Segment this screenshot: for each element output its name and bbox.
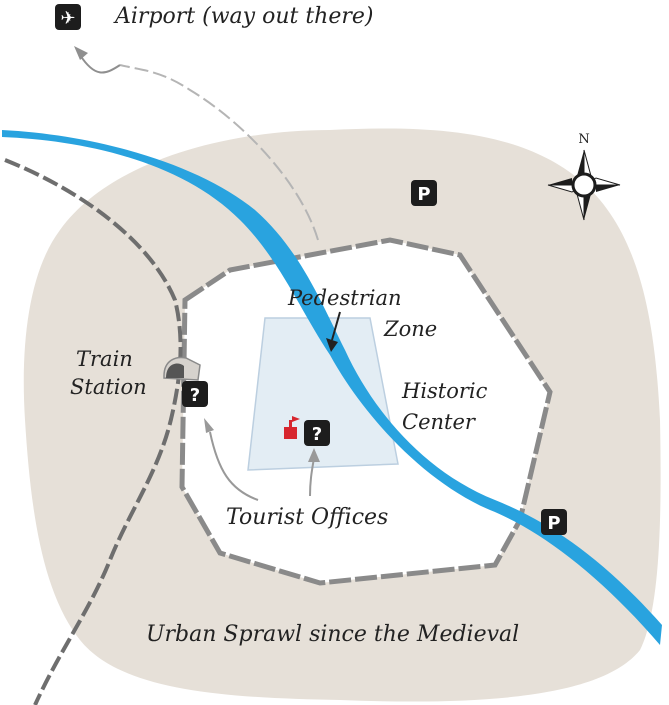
train-station-label: Station [70,375,147,399]
compass-north-label: N [578,132,589,147]
parking-icon: P [541,509,567,535]
tourist-arrowhead-right [308,448,320,462]
railway-line [4,158,183,705]
pedestrian-arrow [331,311,341,341]
svg-text:P: P [547,513,560,534]
tourist-office-marker-icon [284,416,300,439]
tourist-offices-label: Tourist Offices [226,505,388,530]
svg-text:?: ? [312,424,322,445]
info-icon: ? [304,420,330,446]
pedestrian-arrowhead [326,338,338,352]
historic-center-label: Historic [401,379,488,403]
svg-text:?: ? [190,385,200,406]
compass-rose-icon [547,149,621,221]
airport-arrowhead [74,46,88,60]
airport-icon: ✈ [55,4,81,30]
pedestrian-zone-label: Pedestrian [287,286,402,310]
airport-road [119,64,319,241]
airport-label: Airport (way out there) [113,4,373,29]
pedestrian-zone-label: Zone [383,317,437,341]
train-station-tunnel [166,363,184,378]
info-icon: ? [182,381,208,407]
svg-text:P: P [417,184,430,205]
tourist-arrow-left [209,431,259,501]
tourist-arrowhead-left [204,418,214,433]
svg-text:✈: ✈ [60,8,75,29]
airport-arrow [79,54,121,74]
train-station-label: Train [76,347,133,371]
historic-center-label: Center [402,410,477,434]
urban-sprawl-label: Urban Sprawl since the Medieval [146,622,519,647]
parking-icon: P [411,180,437,206]
